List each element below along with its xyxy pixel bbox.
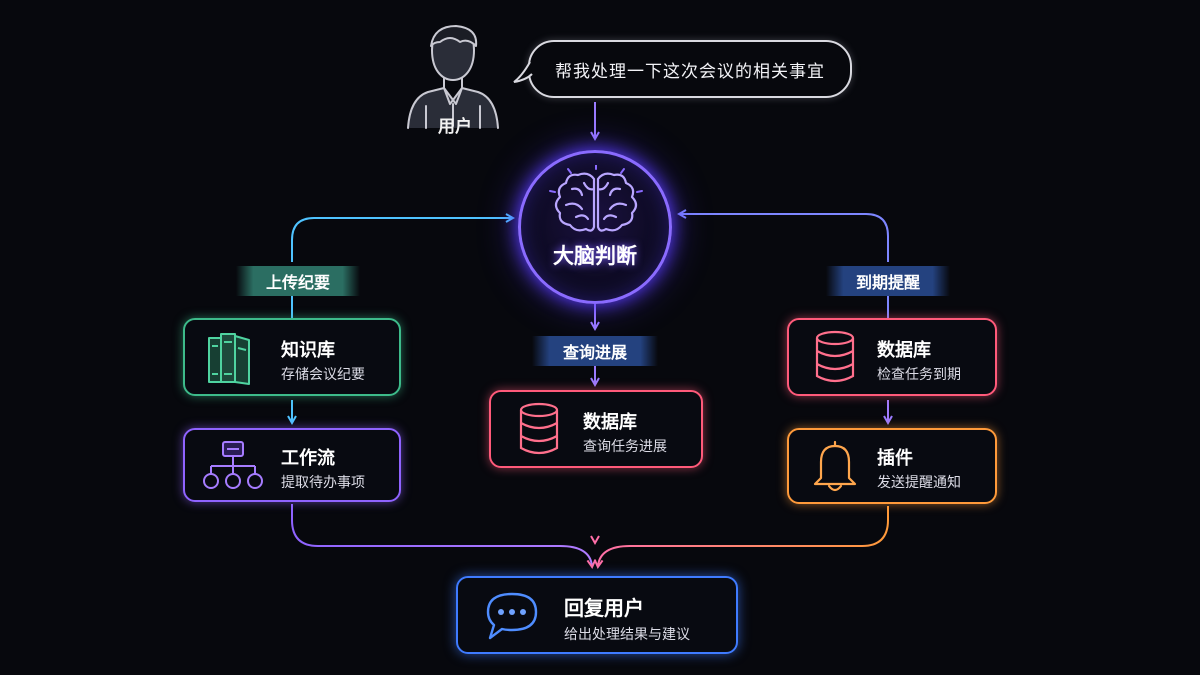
node-title: 数据库: [583, 412, 637, 433]
node-desc: 检查任务到期: [877, 367, 961, 383]
node-plugin: 插件 发送提醒通知: [787, 428, 997, 504]
tag-query-progress: 查询进展: [532, 336, 658, 366]
books-icon: [208, 333, 250, 385]
node-knowledge-base: 知识库 存储会议纪要: [183, 318, 401, 396]
database-icon: [519, 402, 559, 455]
workflow-icon: [203, 441, 263, 489]
brain-icon: [549, 165, 643, 232]
user-label: 用户: [438, 117, 472, 137]
user-message-text: 帮我处理一下这次会议的相关事宜: [555, 61, 825, 82]
database-icon: [815, 330, 855, 383]
node-database-query: 数据库 查询任务进展: [489, 390, 703, 468]
speech-bubble-tail: [513, 61, 533, 83]
user-message-bubble: 帮我处理一下这次会议的相关事宜: [528, 40, 852, 98]
bell-icon: [813, 440, 857, 492]
node-desc: 发送提醒通知: [877, 475, 961, 491]
chat-bubble-icon: [486, 592, 538, 640]
arrow-plugin-to-reply: [598, 506, 889, 566]
brain-label: 大脑判断: [553, 244, 637, 268]
tag-due-reminder: 到期提醒: [826, 266, 950, 296]
node-desc: 存储会议纪要: [281, 367, 365, 383]
node-reply-user: 回复用户 给出处理结果与建议: [456, 576, 738, 654]
node-desc: 查询任务进展: [583, 439, 667, 455]
arrow-workflow-to-reply: [291, 504, 592, 566]
tag-upload-minutes: 上传纪要: [236, 266, 360, 296]
arrow-right-branch-to-brain: [680, 214, 889, 262]
node-title: 知识库: [281, 340, 335, 361]
node-desc: 给出处理结果与建议: [564, 627, 690, 643]
user-avatar-icon: [407, 25, 499, 129]
node-title: 回复用户: [564, 596, 644, 620]
arrow-left-branch-to-brain: [291, 218, 512, 262]
node-desc: 提取待办事项: [281, 475, 365, 491]
node-title: 工作流: [281, 448, 335, 469]
node-workflow: 工作流 提取待办事项: [183, 428, 401, 502]
node-title: 数据库: [877, 340, 931, 361]
node-title: 插件: [877, 448, 913, 469]
node-database-due: 数据库 检查任务到期: [787, 318, 997, 396]
